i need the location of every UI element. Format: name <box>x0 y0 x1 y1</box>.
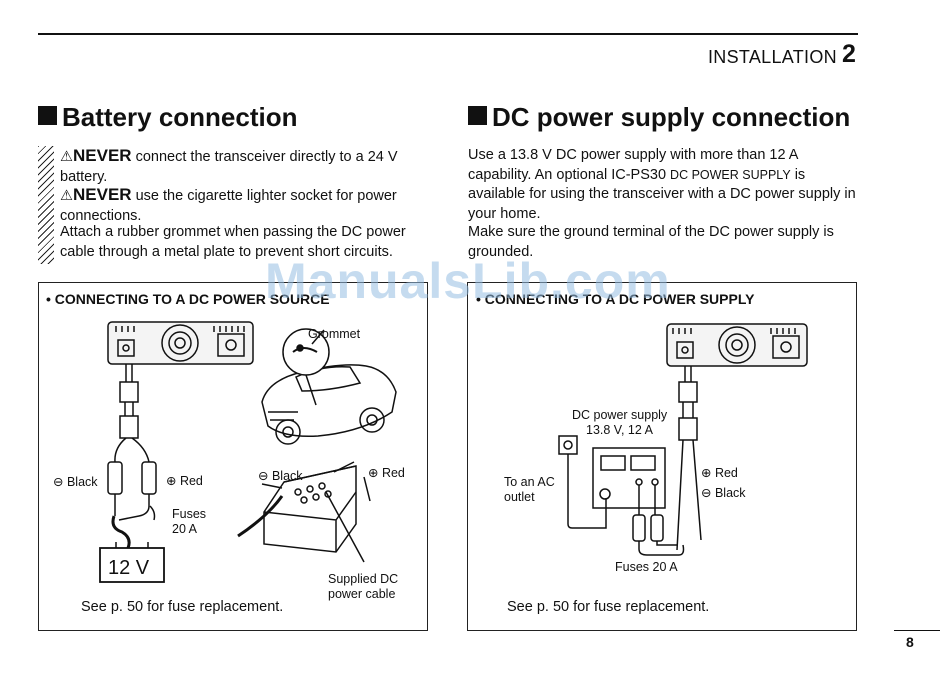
power-supply-icon <box>592 447 666 509</box>
fuses-label: Fuses <box>172 507 207 521</box>
dc-black-label: ⊖ Black <box>701 486 746 500</box>
dc-paragraph-1: Use a 13.8 V DC power supply with more t… <box>468 146 860 224</box>
section-header: INSTALLATION <box>708 47 837 67</box>
ps-label-1: DC power supply <box>572 408 668 422</box>
chapter-number: 2 <box>842 40 856 68</box>
battery-section-title: Battery connection <box>38 102 298 133</box>
dc-figure-title: • CONNECTING TO A DC POWER SUPPLY <box>476 291 755 307</box>
ac-plug-icon <box>558 435 578 455</box>
dc-figure-box <box>467 282 857 631</box>
battery-figure-title: • CONNECTING TO A DC POWER SOURCE <box>46 291 330 307</box>
warning-keyword: NEVER <box>73 146 132 165</box>
ac-outlet-label-2: outlet <box>504 490 535 504</box>
dc-title-text: DC power supply connection <box>492 102 851 132</box>
square-bullet-icon <box>38 106 57 125</box>
battery-fuse-note: See p. 50 for fuse replacement. <box>81 599 284 615</box>
car-icon <box>261 364 397 445</box>
top-rule <box>38 33 858 35</box>
warning-triangle-icon: ⚠ <box>60 188 73 204</box>
caution-hatch-bar <box>38 146 54 264</box>
battery-title-text: Battery connection <box>62 102 298 132</box>
dc-black-text: Black <box>714 486 746 500</box>
black-terminal-label: ⊖ Black <box>258 469 303 483</box>
warning-never-cigarette: ⚠NEVER use the cigarette lighter socket … <box>60 185 430 226</box>
warning-triangle-icon: ⚠ <box>60 149 73 165</box>
black2-text: Black <box>271 469 303 483</box>
battery-diagram <box>99 321 397 583</box>
warning-keyword: NEVER <box>73 185 132 204</box>
warning-never-24v: ⚠NEVER connect the transceiver directly … <box>60 146 430 187</box>
fuses-rating-label: 20 A <box>172 522 198 536</box>
black-lead-label: ⊖ Black <box>53 475 98 489</box>
dc-fuses-label: Fuses 20 A <box>615 560 678 574</box>
red-terminal-label: ⊕ Red <box>368 466 405 480</box>
battery-voltage-label: 12 V <box>108 557 150 579</box>
para1-text-cont: is available for using the transceiver w… <box>468 166 856 222</box>
red2-text: Red <box>381 466 405 480</box>
cable-label-2: power cable <box>328 587 396 601</box>
para1-product-name: DC POWER SUPPLY <box>670 167 791 182</box>
battery-figure-box <box>38 282 428 631</box>
page-number-rule <box>894 630 940 631</box>
ac-outlet-label-1: To an AC <box>504 475 555 489</box>
dc-red-text: Red <box>714 466 738 480</box>
grommet-instruction: Attach a rubber grommet when passing the… <box>60 224 406 260</box>
square-bullet-icon <box>468 106 487 125</box>
red-lead-label: ⊕ Red <box>166 474 203 488</box>
red-text: Red <box>179 474 203 488</box>
ps-label-2: 13.8 V, 12 A <box>586 423 653 437</box>
grommet-label: Grommet <box>308 327 361 341</box>
dc-section-title: DC power supply connection <box>468 102 850 133</box>
transceiver-rear-icon <box>107 321 254 365</box>
dc-red-label: ⊕ Red <box>701 466 738 480</box>
dc-paragraph-2: Make sure the ground terminal of the DC … <box>468 224 834 260</box>
transceiver-rear-icon <box>666 323 808 367</box>
dc-fuse-note: See p. 50 for fuse replacement. <box>507 599 710 615</box>
cable-label-1: Supplied DC <box>328 572 399 586</box>
page-number: 8 <box>906 634 914 650</box>
para1-text: Use a 13.8 V DC power supply with more t… <box>468 147 798 183</box>
warning-text: connect the transceiver directly to a 24… <box>60 149 398 185</box>
dc-supply-diagram <box>558 323 808 556</box>
black-text: Black <box>66 475 98 489</box>
warning-text: use the cigarette lighter socket for pow… <box>60 188 397 224</box>
car-battery-icon <box>263 465 357 553</box>
